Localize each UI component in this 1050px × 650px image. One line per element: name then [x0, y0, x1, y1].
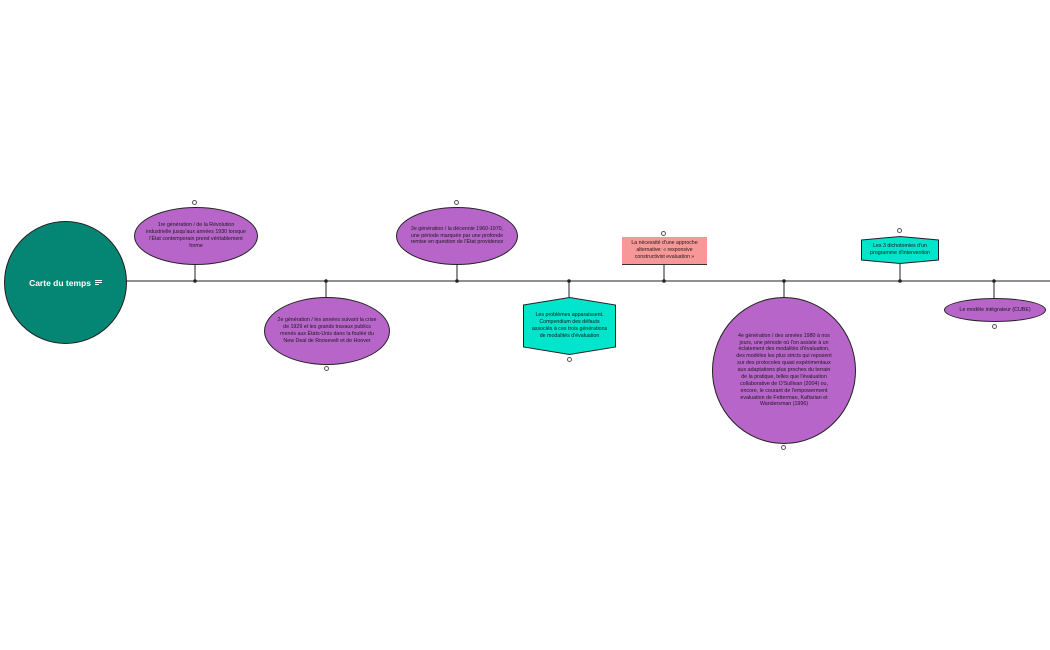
add-badge-icon[interactable]	[661, 231, 666, 236]
event-problemes-text: Les problèmes apparaissent. Compendium d…	[531, 312, 608, 339]
event-gen1-text: 1re génération / de la Révolution indust…	[146, 222, 246, 249]
event-gen3[interactable]: 3e génération / la décennie 1960-1970, u…	[396, 207, 518, 265]
hexagon-shape	[861, 236, 939, 264]
add-badge-icon[interactable]	[324, 366, 329, 371]
root-node[interactable]: Carte du temps	[4, 221, 127, 344]
add-badge-icon[interactable]	[454, 200, 459, 205]
event-gen2-text: 2e génération / les années suivant la cr…	[277, 317, 377, 344]
timeline-dot	[567, 279, 571, 283]
event-cube-text: Le modèle intégrateur (CUBE)	[959, 306, 1031, 313]
timeline-dot	[193, 279, 197, 283]
timeline-dot	[455, 279, 459, 283]
notes-icon[interactable]	[94, 278, 102, 286]
root-label: Carte du temps	[29, 277, 91, 288]
event-dichotomies-text: Les 3 dichotomies d'un programme d'inter…	[870, 243, 930, 256]
add-badge-icon[interactable]	[567, 357, 572, 362]
event-gen4-text: 4e génération / des années 1980 à nos jo…	[736, 332, 832, 408]
event-dichotomies[interactable]: Les 3 dichotomies d'un programme d'inter…	[861, 236, 939, 264]
add-badge-icon[interactable]	[992, 324, 997, 329]
event-gen2[interactable]: 2e génération / les années suivant la cr…	[264, 297, 390, 365]
timeline-dot	[324, 279, 328, 283]
hexagon-shape	[523, 297, 616, 355]
event-necessite[interactable]: La nécessité d'une approche alternative:…	[622, 237, 707, 265]
timeline-dot	[782, 279, 786, 283]
add-badge-icon[interactable]	[781, 445, 786, 450]
event-gen3-text: 3e génération / la décennie 1960-1970, u…	[410, 225, 504, 246]
event-gen4[interactable]: 4e génération / des années 1980 à nos jo…	[712, 297, 856, 444]
timeline-dot	[662, 279, 666, 283]
timeline-dot	[992, 279, 996, 283]
event-necessite-text: La nécessité d'une approche alternative:…	[631, 240, 698, 260]
event-gen1[interactable]: 1re génération / de la Révolution indust…	[134, 207, 258, 265]
event-problemes[interactable]: Les problèmes apparaissent. Compendium d…	[523, 297, 616, 355]
timeline-dot	[898, 279, 902, 283]
add-badge-icon[interactable]	[192, 200, 197, 205]
event-cube[interactable]: Le modèle intégrateur (CUBE)	[944, 298, 1046, 322]
add-badge-icon[interactable]	[897, 228, 902, 233]
